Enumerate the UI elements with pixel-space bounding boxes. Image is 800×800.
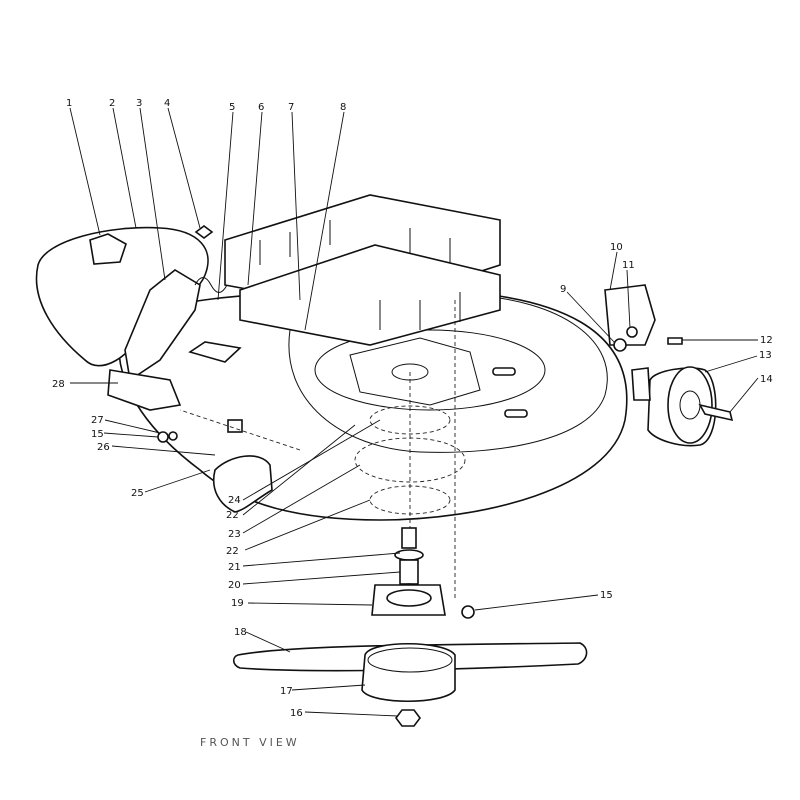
bolt-11: [626, 326, 638, 338]
callout-20: 20: [228, 580, 241, 591]
spindle-assembly: [394, 527, 424, 593]
bolt-27: [157, 431, 169, 443]
discharge-shield: [35, 226, 209, 411]
rear-mount-frame: [224, 194, 501, 346]
center-exploded-stack: [179, 300, 466, 600]
callout-18: 18: [234, 627, 247, 638]
callout-13: 13: [759, 350, 772, 361]
bolt-12: [667, 337, 683, 345]
callout-23: 23: [228, 529, 241, 540]
leader-lines: [69, 107, 759, 717]
callout-1: 1: [66, 98, 72, 109]
callout-11: 11: [622, 260, 635, 271]
callout-26: 26: [97, 442, 110, 453]
callout-5: 5: [229, 102, 235, 113]
footer-caption: FRONT VIEW: [200, 736, 300, 749]
callout-15b: 15: [600, 590, 613, 601]
callout-labels: 1 2 3 4 5 6 7 8 9 10 11 12 13 14 15 15 1…: [52, 98, 773, 719]
callout-24: 24: [228, 495, 241, 506]
callout-4: 4: [164, 98, 170, 109]
callout-22a: 22: [226, 546, 239, 557]
nut-15: [461, 605, 475, 619]
callout-3: 3: [136, 98, 142, 109]
blade-adapter: [371, 584, 446, 616]
callout-14: 14: [760, 374, 773, 385]
wheel-bracket: [604, 284, 656, 346]
callout-7: 7: [288, 102, 294, 113]
callout-28: 28: [52, 379, 65, 390]
callout-21: 21: [228, 562, 241, 573]
callout-25: 25: [131, 488, 144, 499]
nut-16: [395, 709, 421, 727]
deck-label-plate: [227, 419, 243, 433]
wing-nut: [194, 225, 214, 239]
callout-15a: 15: [91, 429, 104, 440]
callout-19: 19: [231, 598, 244, 609]
chute-flap: [213, 455, 273, 513]
callout-9: 9: [560, 284, 566, 295]
wheel: [631, 366, 734, 447]
nut-9: [613, 338, 627, 352]
callout-10: 10: [610, 242, 623, 253]
callout-22b: 22: [226, 510, 239, 521]
callout-12: 12: [760, 335, 773, 346]
callout-2: 2: [109, 98, 115, 109]
washer: [168, 431, 178, 441]
blade-hub: [361, 643, 456, 702]
callout-17: 17: [280, 686, 293, 697]
callout-8: 8: [340, 102, 346, 113]
callout-27: 27: [91, 415, 104, 426]
axle-bolt: [698, 403, 734, 422]
callout-16: 16: [290, 708, 303, 719]
callout-6: 6: [258, 102, 264, 113]
